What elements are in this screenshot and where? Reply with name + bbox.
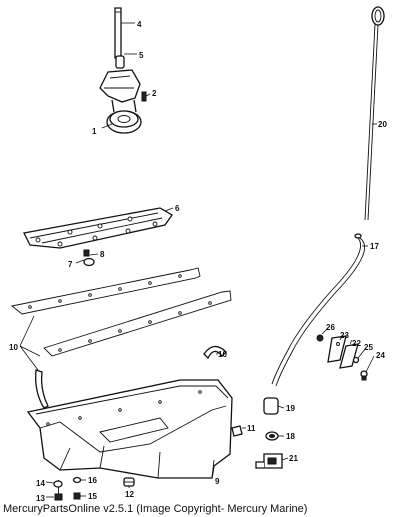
- callout-10-left: 10: [9, 343, 18, 352]
- callout-7: 7: [68, 260, 73, 269]
- copyright-footer: MercuryPartsOnline v2.5.1 (Image Copyrig…: [3, 503, 308, 515]
- callout-6: 6: [175, 204, 180, 213]
- callout-9: 9: [215, 477, 220, 486]
- callout-24: 24: [376, 351, 385, 360]
- bracket-washer: [352, 356, 360, 364]
- callout-10-right: 10: [218, 350, 227, 359]
- dipstick-tube: [271, 233, 365, 387]
- oil-pan-bolt: [231, 425, 243, 437]
- oil-pan: [26, 379, 233, 479]
- dipstick: [364, 6, 385, 221]
- bracket-nut: [316, 334, 324, 342]
- callout-1: 1: [92, 127, 97, 136]
- callout-25: 25: [364, 343, 373, 352]
- oil-pump-driveshaft-sleeve: [115, 55, 125, 69]
- baffle-nut-and-bolt: [83, 249, 95, 267]
- callout-8: 8: [100, 250, 105, 259]
- drain-nut: [72, 476, 82, 500]
- oil-pump-bolt: [141, 91, 147, 102]
- callout-14: 14: [36, 479, 45, 488]
- callout-15: 15: [88, 492, 97, 501]
- tube-sleeve: [263, 397, 279, 415]
- front-cover-seal-gasket: [203, 345, 227, 360]
- oil-pump-body: [99, 69, 142, 134]
- drain-washer: [53, 480, 63, 488]
- callout-5: 5: [139, 51, 144, 60]
- callout-2: 2: [152, 89, 157, 98]
- callout-4: 4: [137, 20, 142, 29]
- callout-17: 17: [370, 242, 379, 251]
- bracket-bolt: [360, 370, 368, 381]
- rear-main-seal-gasket: [35, 369, 49, 409]
- callout-21: 21: [289, 454, 298, 463]
- oil-baffle-plate: [23, 207, 173, 249]
- oil-pan-gasket-lower: [43, 290, 232, 357]
- leader-lines: [19, 22, 377, 498]
- callout-16: 16: [88, 476, 97, 485]
- tube-seal: [265, 431, 279, 441]
- callout-26: 26: [326, 323, 335, 332]
- callout-20: 20: [378, 120, 387, 129]
- callout-22: 22: [352, 339, 361, 348]
- oil-pan-gasket-upper: [10, 267, 201, 315]
- drain-plug: [123, 477, 135, 487]
- tube-fitting: [255, 453, 283, 469]
- callout-11: 11: [247, 424, 256, 433]
- callout-12: 12: [125, 490, 134, 499]
- callout-18: 18: [286, 432, 295, 441]
- callout-13: 13: [36, 494, 45, 503]
- callout-23: 23: [340, 331, 349, 340]
- callout-labels: 1 2 4 5 6 7 8 9 10 10 11 12 13 14 15 16 …: [9, 20, 387, 503]
- callout-19: 19: [286, 404, 295, 413]
- oil-pickup-tube: [114, 7, 122, 59]
